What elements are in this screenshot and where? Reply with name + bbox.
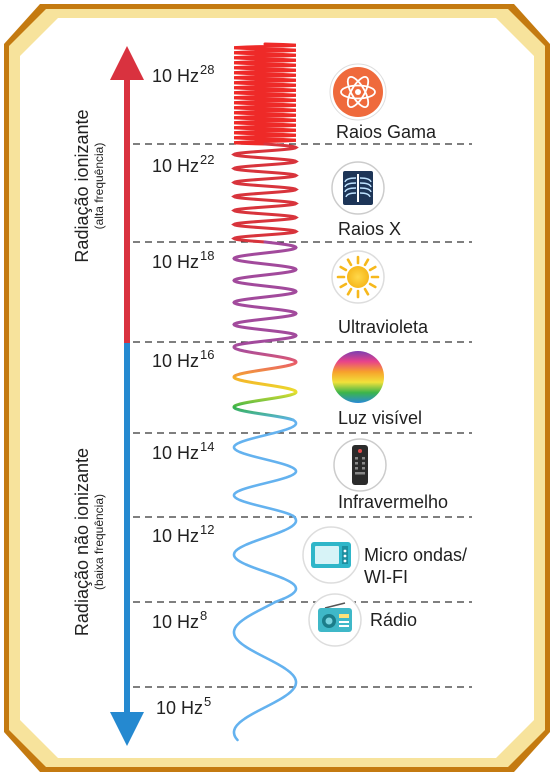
frequency-label: 10 Hz12 bbox=[152, 522, 215, 546]
wave-segment bbox=[232, 514, 298, 604]
wave-segment bbox=[232, 343, 298, 422]
sun-ray bbox=[339, 265, 348, 272]
band-label-ultraviolet: Ultravioleta bbox=[338, 317, 429, 337]
radio-icon bbox=[308, 593, 362, 647]
frequency-label: 10 Hz16 bbox=[152, 347, 215, 371]
sun-ray bbox=[346, 287, 353, 296]
frequency-label: 10 Hz18 bbox=[152, 248, 215, 272]
non-ionizing-title: Radiação não ionizante bbox=[72, 447, 92, 637]
wave-segment bbox=[234, 42, 296, 146]
down-arrow-head bbox=[110, 712, 144, 746]
inner-panel bbox=[20, 18, 534, 758]
wave-segment bbox=[232, 240, 298, 347]
sun-ray bbox=[346, 258, 353, 267]
band-label-microwave-wifi: Micro ondas/ WI-FI bbox=[364, 544, 467, 588]
band-label-infrared: Infravermelho bbox=[338, 492, 449, 512]
ionizing-radiation-label: Radiação ionizante (alta frequência) bbox=[72, 86, 108, 286]
sun-ray bbox=[368, 265, 377, 272]
band-label-line: Micro ondas/ bbox=[364, 545, 468, 565]
frequency-label: 10 Hz8 bbox=[152, 608, 208, 632]
sun-ray bbox=[339, 282, 348, 289]
rainbow-icon bbox=[330, 349, 386, 405]
band-label-visible-light: Luz visível bbox=[338, 408, 423, 428]
ionizing-title: Radiação ionizante bbox=[72, 109, 92, 263]
wave-segment bbox=[232, 600, 298, 742]
non-ionizing-subtitle: (baixa frequência) bbox=[92, 493, 106, 591]
electromagnetic-wave bbox=[231, 42, 299, 742]
band-label-radio: Rádio bbox=[370, 610, 418, 630]
atom-icon bbox=[329, 63, 387, 121]
sun-ray bbox=[363, 258, 370, 267]
ionizing-subtitle: (alta frequência) bbox=[92, 142, 106, 230]
band-label-line: WI-FI bbox=[364, 567, 408, 587]
remote-control-icon bbox=[333, 438, 387, 492]
sun-icon bbox=[331, 250, 385, 304]
non-ionizing-radiation-label: Radiação não ionizante (baixa frequência… bbox=[72, 427, 108, 657]
band-label-xray: Raios X bbox=[338, 219, 402, 239]
frequency-label: 10 Hz28 bbox=[152, 62, 215, 86]
xray-chest-icon bbox=[331, 161, 385, 215]
band-separators bbox=[133, 143, 472, 688]
frequency-label: 10 Hz5 bbox=[156, 694, 212, 718]
frequency-label: 10 Hz22 bbox=[152, 152, 215, 176]
frequency-label: 10 Hz14 bbox=[152, 439, 215, 463]
wave-segment bbox=[232, 418, 298, 518]
microwave-icon bbox=[302, 526, 360, 584]
sun-ray bbox=[368, 282, 377, 289]
band-label-gamma: Raios Gama bbox=[336, 122, 437, 142]
up-arrow-head bbox=[110, 46, 144, 80]
sun-ray bbox=[363, 287, 370, 296]
wave-segment bbox=[231, 142, 299, 244]
